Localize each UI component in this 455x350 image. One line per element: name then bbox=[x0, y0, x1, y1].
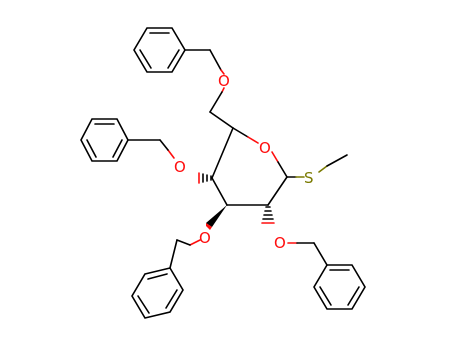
bond-o3-ch2-a bbox=[189, 239, 201, 246]
bond-s-me-b bbox=[326, 154, 348, 167]
atom-o6: O bbox=[218, 72, 230, 90]
atom-o4: O bbox=[174, 158, 186, 176]
wedge-c4-o4 bbox=[198, 172, 212, 184]
bond-c6-c5 bbox=[209, 111, 234, 129]
bond-ch2-o6-b bbox=[220, 69, 225, 75]
benzyl-ring-bottom-left bbox=[131, 267, 184, 319]
atom-o2: O bbox=[274, 234, 286, 252]
atom-ring-oxygen: O bbox=[259, 139, 271, 157]
bond-o5-c1-a bbox=[271, 151, 279, 163]
wedge-c2-o2 bbox=[261, 206, 275, 224]
bond-ch2-ring-bottom-left bbox=[169, 239, 178, 269]
bond-o4-ch2-b bbox=[159, 139, 169, 151]
bond-o5-c1-b bbox=[277, 161, 288, 178]
bond-c3-c4 bbox=[211, 177, 228, 206]
atom-o3: O bbox=[199, 229, 211, 247]
wedge-c3-o3-red bbox=[206, 223, 212, 230]
benzyl-ring-bottom-right bbox=[313, 264, 366, 310]
benzyl-ring-left bbox=[80, 118, 129, 162]
benzyl-ring-top bbox=[133, 27, 186, 73]
bond-o6-c6-b bbox=[209, 91, 223, 113]
bond-c5-o5-b bbox=[247, 136, 259, 144]
atom-sulfur: S bbox=[304, 169, 314, 187]
bond-c1-c2 bbox=[267, 176, 288, 206]
bond-ch2-o6-a bbox=[209, 49, 222, 71]
bond-c4-c5 bbox=[211, 127, 234, 179]
bond-c5-o5-a bbox=[232, 127, 249, 138]
bond-s-me-a bbox=[318, 165, 328, 173]
bond-ch2-ring-bottom-right bbox=[313, 242, 328, 266]
wedge-c3-o3 bbox=[206, 205, 227, 227]
bond-o3-ch2-b bbox=[176, 239, 191, 246]
bond-o4-ch2-a bbox=[167, 149, 175, 159]
